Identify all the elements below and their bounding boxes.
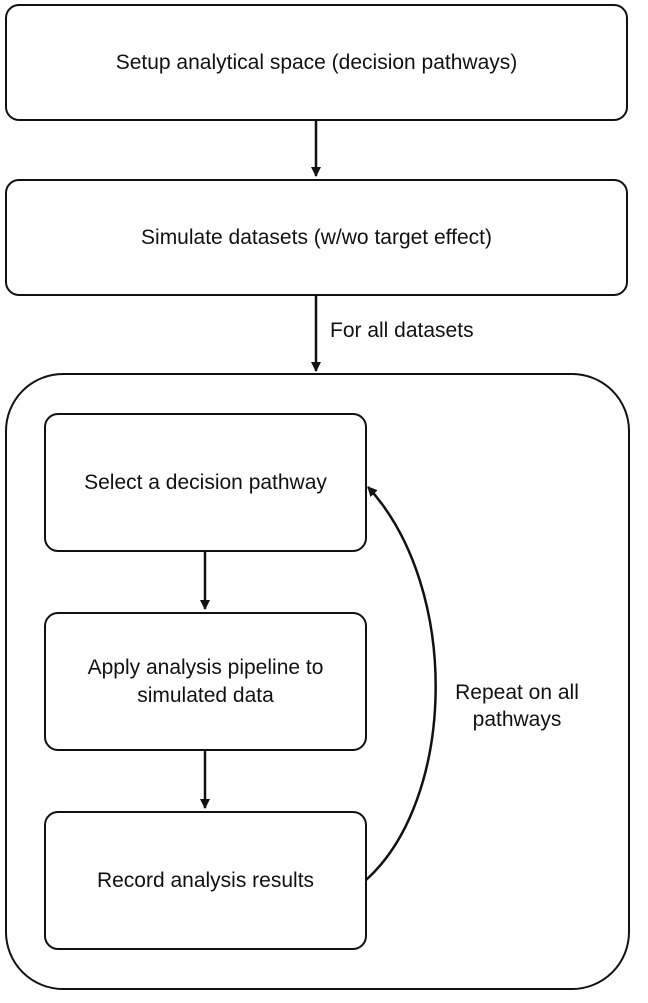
step-record-results: Record analysis results (44, 811, 367, 950)
edge-label-repeat-pathways: Repeat on all pathways (455, 681, 579, 732)
step-select-pathway: Select a decision pathway (44, 413, 367, 552)
step-apply-pipeline: Apply analysis pipeline to simulated dat… (44, 612, 367, 751)
step-setup-analytical-space: Setup analytical space (decision pathway… (5, 4, 628, 121)
arrow-repeat-loop (365, 486, 437, 881)
step-apply-label: Apply analysis pipeline to simulated dat… (87, 656, 324, 707)
step-simulate-datasets: Simulate datasets (w/wo target effect) (5, 179, 628, 296)
step-select-label: Select a decision pathway (84, 470, 327, 494)
edge-label-for-all-datasets: For all datasets (330, 319, 474, 342)
step-record-label: Record analysis results (96, 868, 315, 892)
loop-container (5, 373, 630, 990)
step-setup-label: Setup analytical space (decision pathway… (115, 50, 518, 74)
step-simulate-label: Simulate datasets (w/wo target effect) (141, 225, 492, 249)
